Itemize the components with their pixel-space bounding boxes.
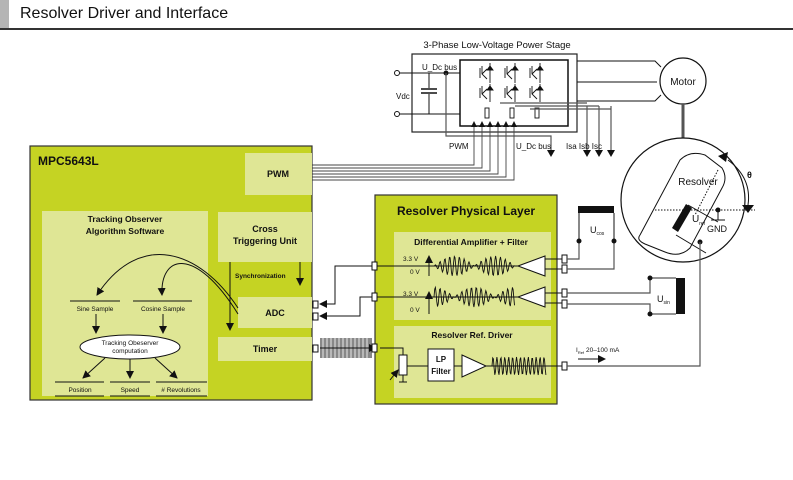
ucos-coil: Ucos xyxy=(567,206,617,270)
rotation-arc-icon xyxy=(727,159,750,206)
mpc5643l-block: MPC5643L PWM Cross Triggering Unit Synch… xyxy=(29,145,313,401)
adc-block xyxy=(238,297,312,328)
current-sense-wires xyxy=(500,102,612,150)
timer-block xyxy=(218,337,312,361)
ctu-label-2: Triggering Unit xyxy=(233,236,297,246)
uref-label: Uref xyxy=(692,214,706,227)
computation-label-2: computation xyxy=(112,348,148,355)
sine-sample-label: Sine Sample xyxy=(77,306,114,313)
lp-filter-block xyxy=(427,348,455,382)
output-revolutions: # Revolutions xyxy=(161,387,201,394)
header-accent-bar xyxy=(0,0,9,28)
mcu-pins xyxy=(312,300,319,353)
ref-amplifier-icon xyxy=(461,354,488,378)
output-position: Position xyxy=(68,387,92,394)
angle-symbol: θ xyxy=(747,170,752,180)
vdc-plus-terminal xyxy=(394,70,400,76)
ucos-label: Ucos xyxy=(590,225,605,237)
vdc-label: Vdc xyxy=(396,92,410,101)
sin-waveform xyxy=(433,285,515,308)
lp-filter-label-2: Filter xyxy=(431,367,451,376)
cos-waveform xyxy=(433,255,515,277)
resolver-physical-layer: Resolver Physical Layer Differential Amp… xyxy=(374,194,566,405)
software-block xyxy=(42,211,208,396)
computation-label-1: Tracking Obeserver xyxy=(102,340,160,347)
usin-label: Usin xyxy=(657,294,670,306)
ref-driver-label: Resolver Ref. Driver xyxy=(431,330,513,340)
dc-bus-out-label: U_Dc bus xyxy=(516,142,551,151)
lp-filter-label-1: LP xyxy=(436,355,447,364)
current-sense-arrows xyxy=(583,150,615,157)
pwm-block-label: PWM xyxy=(267,169,289,179)
page-title: Resolver Driver and Interface xyxy=(20,5,229,22)
motor-label: Motor xyxy=(670,77,696,88)
usin-coil: Usin xyxy=(567,275,685,317)
diff-amp-block xyxy=(394,232,551,320)
vdc-minus-terminal xyxy=(394,111,400,117)
current-labels: Isa Isb Isc xyxy=(566,142,602,151)
adc-label: ADC xyxy=(265,308,285,318)
cosine-sample-label: Cosine Sample xyxy=(141,306,185,313)
v-high-label-2: 3.3 V xyxy=(403,291,419,298)
software-title-1: Tracking Observer xyxy=(88,214,163,224)
ctu-block xyxy=(218,212,312,262)
cos-amplifier-icon xyxy=(516,255,546,277)
resolver: Resolver Uref GND θ xyxy=(620,137,755,263)
rotor-coil-icon xyxy=(672,204,692,232)
software-title-2: Algorithm Software xyxy=(86,226,165,236)
ctu-label-1: Cross xyxy=(252,224,278,234)
igbt-bridge-icon xyxy=(479,63,544,119)
pwm-signal-label: PWM xyxy=(449,142,469,151)
v-high-label-1: 3.3 V xyxy=(403,256,419,263)
gnd-label: GND xyxy=(707,224,728,234)
timer-label: Timer xyxy=(253,344,278,354)
physical-layer-title: Resolver Physical Layer xyxy=(397,204,535,218)
mcu-title: MPC5643L xyxy=(38,154,99,168)
ref-carrier-waveform xyxy=(491,356,547,376)
output-speed: Speed xyxy=(121,387,140,394)
diff-amp-label: Differential Amplifier + Filter xyxy=(414,237,528,247)
pwm-bus-wires xyxy=(312,127,515,181)
motor-phase-wires xyxy=(577,60,662,102)
timer-pwm-signal xyxy=(320,338,377,358)
page-header: Resolver Driver and Interface xyxy=(0,0,793,30)
power-stage-outer-box xyxy=(411,53,578,133)
v-low-label-1: 0 V xyxy=(410,269,420,276)
sync-label: Synchronization xyxy=(235,273,286,280)
pwm-block xyxy=(245,153,312,195)
dc-bus-label: U_Dc bus xyxy=(422,63,457,72)
pwm-gate-inputs xyxy=(471,121,517,127)
power-stage-title: 3-Phase Low-Voltage Power Stage xyxy=(423,40,570,51)
sin-amplifier-icon xyxy=(516,286,546,308)
power-stage: 3-Phase Low-Voltage Power Stage Vdc U_Dc… xyxy=(394,40,662,157)
dc-bus-sense-arrow xyxy=(547,150,555,157)
computation-node xyxy=(79,334,181,360)
resolver-label: Resolver xyxy=(678,177,718,188)
motor: Motor xyxy=(659,57,707,150)
potentiometer-icon xyxy=(398,354,408,376)
v-low-label-2: 0 V xyxy=(410,307,420,314)
